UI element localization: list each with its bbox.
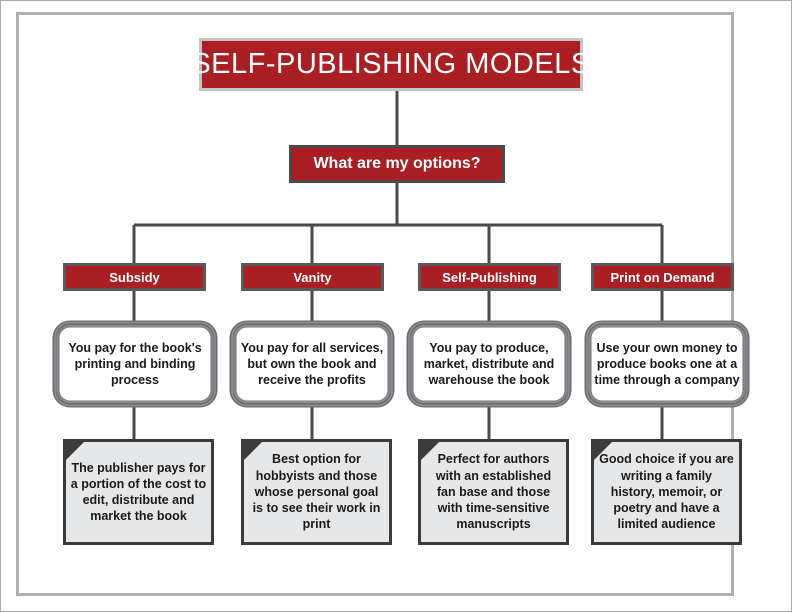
description-text: You pay for the book's printing and bind… bbox=[68, 341, 202, 387]
description-box-self-publishing: You pay to produce, market, distribute a… bbox=[405, 319, 573, 409]
description-box-vanity: You pay for all services, but own the bo… bbox=[228, 319, 396, 409]
note-text: Good choice if you are writing a family … bbox=[599, 452, 734, 532]
description-box-subsidy: You pay for the book's printing and bind… bbox=[51, 319, 219, 409]
page-title: SELF-PUBLISHING MODELS bbox=[191, 38, 590, 91]
category-header-self-publishing[interactable]: Self-Publishing bbox=[418, 263, 561, 291]
sketch-border-icon bbox=[52, 320, 218, 408]
note-box-self-publishing: Perfect for authors with an established … bbox=[418, 439, 569, 545]
category-header-print-on-demand[interactable]: Print on Demand bbox=[591, 263, 734, 291]
folded-corner-icon bbox=[594, 442, 612, 460]
note-text: The publisher pays for a portion of the … bbox=[70, 460, 207, 524]
folded-corner-icon bbox=[244, 442, 262, 460]
description-text: You pay for all services, but own the bo… bbox=[240, 341, 384, 387]
description-text: You pay to produce, market, distribute a… bbox=[423, 341, 555, 387]
question-box: What are my options? bbox=[289, 145, 505, 183]
note-text: Perfect for authors with an established … bbox=[435, 452, 552, 532]
sketch-border-icon bbox=[406, 320, 572, 408]
note-box-print-on-demand: Good choice if you are writing a family … bbox=[591, 439, 742, 545]
category-header-subsidy[interactable]: Subsidy bbox=[63, 263, 206, 291]
note-box-subsidy: The publisher pays for a portion of the … bbox=[63, 439, 214, 545]
sketch-border-icon bbox=[229, 320, 395, 408]
folded-corner-icon bbox=[421, 442, 439, 460]
note-text: Best option for hobbyists and those whos… bbox=[252, 452, 381, 532]
description-text: Use your own money to produce books one … bbox=[594, 341, 740, 387]
folded-corner-icon bbox=[66, 442, 84, 460]
sketch-border-icon bbox=[584, 320, 750, 408]
description-box-print-on-demand: Use your own money to produce books one … bbox=[583, 319, 751, 409]
category-header-vanity[interactable]: Vanity bbox=[241, 263, 384, 291]
note-box-vanity: Best option for hobbyists and those whos… bbox=[241, 439, 392, 545]
